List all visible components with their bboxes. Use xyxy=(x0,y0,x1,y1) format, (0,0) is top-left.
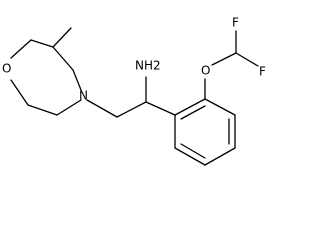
bond-ar1-ar2 xyxy=(174,98,206,116)
bond-ar2-ar3 xyxy=(204,98,236,116)
bond-c3-n xyxy=(72,69,82,91)
difluoromethoxy-group xyxy=(204,30,259,100)
bond-n-c4 xyxy=(56,99,82,116)
bond-n-ch2 xyxy=(86,99,118,118)
bond-ar5-ar6 xyxy=(174,147,206,166)
atom-label-ring-oxygen: O xyxy=(2,62,11,76)
atom-label-ether-oxygen: O xyxy=(201,64,210,78)
bond-cf-f-lower xyxy=(235,52,259,67)
linker xyxy=(86,76,176,118)
chemical-structure: O N NH2 O F F xyxy=(2,16,266,166)
atom-label-amine: NH2 xyxy=(135,59,161,73)
bond-o-cf xyxy=(211,52,237,66)
bond-c1-c2 xyxy=(30,39,54,48)
bond-ch2-ch xyxy=(116,101,147,118)
atom-label-fluorine-upper: F xyxy=(232,16,239,30)
bond-c5-o xyxy=(10,79,29,106)
bond-c4-c5 xyxy=(27,104,58,116)
bond-c2-c3 xyxy=(52,46,74,71)
bond-ar-inner-3 xyxy=(180,143,206,159)
benzene-ring xyxy=(174,98,236,166)
atom-label-ring-nitrogen: N xyxy=(79,89,88,103)
bond-methyl xyxy=(52,27,72,48)
bond-o-c1 xyxy=(10,39,32,59)
bond-ch-aryl xyxy=(145,101,176,116)
bond-ar-inner-1 xyxy=(180,105,206,120)
atom-label-fluorine-lower: F xyxy=(259,65,266,79)
morpholine-ring xyxy=(10,27,82,116)
bond-ar4-ar5 xyxy=(204,147,236,166)
